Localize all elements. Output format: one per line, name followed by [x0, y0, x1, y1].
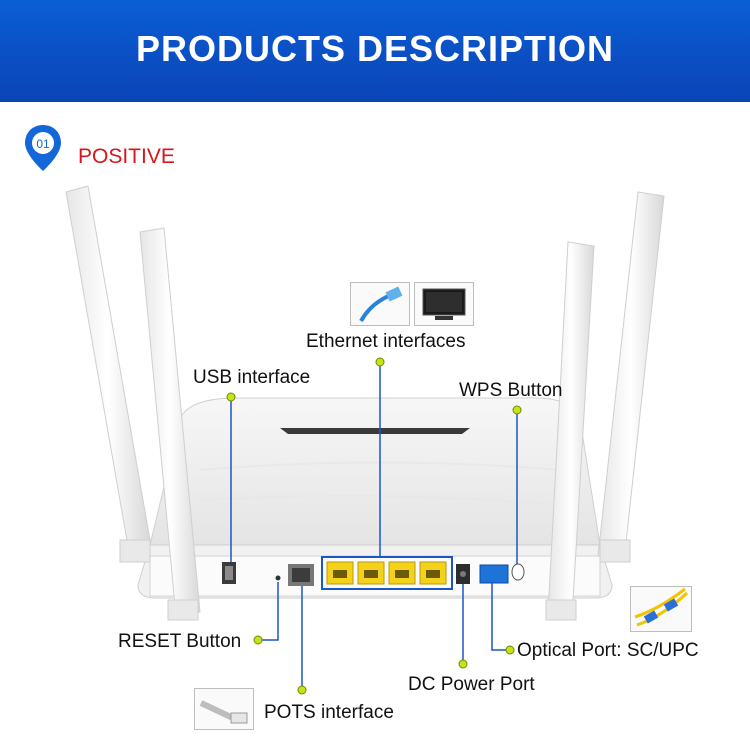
leader-dots	[226, 357, 522, 695]
ethernet-cable-icon	[359, 286, 403, 323]
fiber-cable-icon	[634, 587, 689, 627]
optical-port-label: Optical Port: SC/UPC	[517, 640, 699, 661]
usb-interface-label: USB interface	[193, 367, 311, 388]
antenna-left-inner	[139, 227, 201, 621]
section-number: 01	[36, 137, 50, 151]
dc-power-port	[456, 564, 470, 584]
antenna-right-outer	[597, 191, 665, 563]
usb-port	[222, 562, 236, 584]
fiber-cable-thumbnail	[630, 586, 692, 632]
wps-button	[511, 563, 525, 581]
page-title: PRODUCTS DESCRIPTION	[135, 28, 615, 69]
reset-button-label: RESET Button	[118, 631, 242, 652]
pots-interface-label: POTS interface	[264, 702, 394, 723]
optical-port	[479, 564, 509, 584]
section-label: POSITIVE	[78, 145, 175, 168]
antenna-right-inner	[545, 241, 595, 621]
pots-port	[288, 564, 314, 586]
ethernet-interfaces-label: Ethernet interfaces	[306, 331, 466, 352]
phone-cable-icon	[199, 700, 248, 724]
ethernet-ports	[321, 556, 453, 590]
monitor-thumbnail	[414, 282, 474, 326]
leader-lines	[230, 362, 518, 688]
phone-cable-thumbnail	[194, 688, 254, 730]
dc-power-port-label: DC Power Port	[408, 674, 535, 695]
wps-button-label: WPS Button	[459, 380, 563, 401]
ethernet-cable-thumbnail	[350, 282, 410, 326]
header-banner: PRODUCTS DESCRIPTION	[0, 0, 750, 102]
location-pin-icon: 01	[25, 125, 61, 171]
reset-hole	[275, 575, 281, 581]
antenna-left-outer	[65, 185, 151, 563]
monitor-icon	[422, 288, 466, 320]
